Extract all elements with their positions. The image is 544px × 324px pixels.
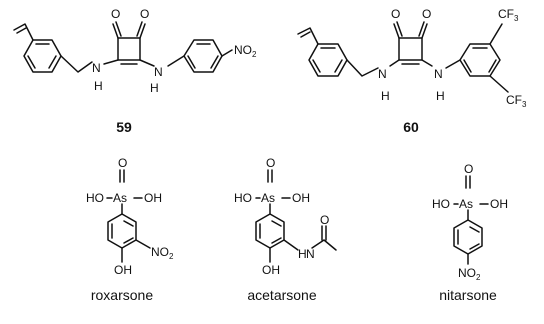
nitro-group-label: NO2	[151, 245, 174, 261]
arsenic-label: As	[261, 191, 275, 205]
caption-nitarsone: nitarsone	[439, 287, 497, 303]
nitro-group-label: NO2	[458, 266, 481, 282]
oxygen-label: O	[320, 213, 329, 227]
oxygen-label: O	[140, 7, 149, 21]
hydrogen-label: H	[150, 81, 159, 95]
caption-acetarsone: acetarsone	[247, 287, 316, 303]
nitrogen-label: N	[306, 247, 315, 261]
compound-59	[13, 21, 233, 73]
hydroxyl-label: HO	[234, 191, 252, 205]
acetarsone-structure	[255, 169, 337, 263]
hydroxyl-label: OH	[144, 191, 162, 205]
nitrogen-label: N	[378, 67, 387, 81]
hydrogen-label: H	[94, 79, 103, 93]
nitrogen-label: N	[92, 61, 101, 75]
oxygen-label: O	[464, 162, 473, 176]
nitrogen-label: N	[154, 65, 163, 79]
oxygen-label: O	[266, 156, 275, 170]
hydrogen-label: H	[381, 89, 390, 103]
hydrogen-label: H	[298, 247, 307, 261]
compound-number-60: 60	[403, 119, 419, 135]
oxygen-label: O	[422, 7, 431, 21]
oxygen-label: O	[391, 7, 400, 21]
cf3-group-label: CF3	[498, 7, 519, 23]
hydroxyl-label: OH	[114, 263, 132, 277]
hydroxyl-label: HO	[432, 197, 450, 211]
nitrogen-label: N	[434, 67, 443, 81]
arsenic-label: As	[113, 191, 127, 205]
hydroxyl-label: HO	[86, 191, 104, 205]
oxygen-label: O	[111, 7, 120, 21]
compound-number-59: 59	[116, 119, 132, 135]
hydroxyl-label: OH	[490, 197, 508, 211]
nitro-group-label: NO2	[234, 43, 257, 59]
roxarsone-structure	[106, 169, 151, 263]
caption-roxarsone: roxarsone	[91, 287, 153, 303]
arsenic-label: As	[459, 197, 473, 211]
hydroxyl-label: OH	[262, 263, 280, 277]
oxygen-label: O	[118, 156, 127, 170]
nitarsone-structure	[453, 175, 489, 265]
hydroxyl-label: OH	[292, 191, 310, 205]
compound-60	[297, 21, 509, 93]
cf3-group-label: CF3	[506, 93, 527, 109]
hydrogen-label: H	[436, 89, 445, 103]
